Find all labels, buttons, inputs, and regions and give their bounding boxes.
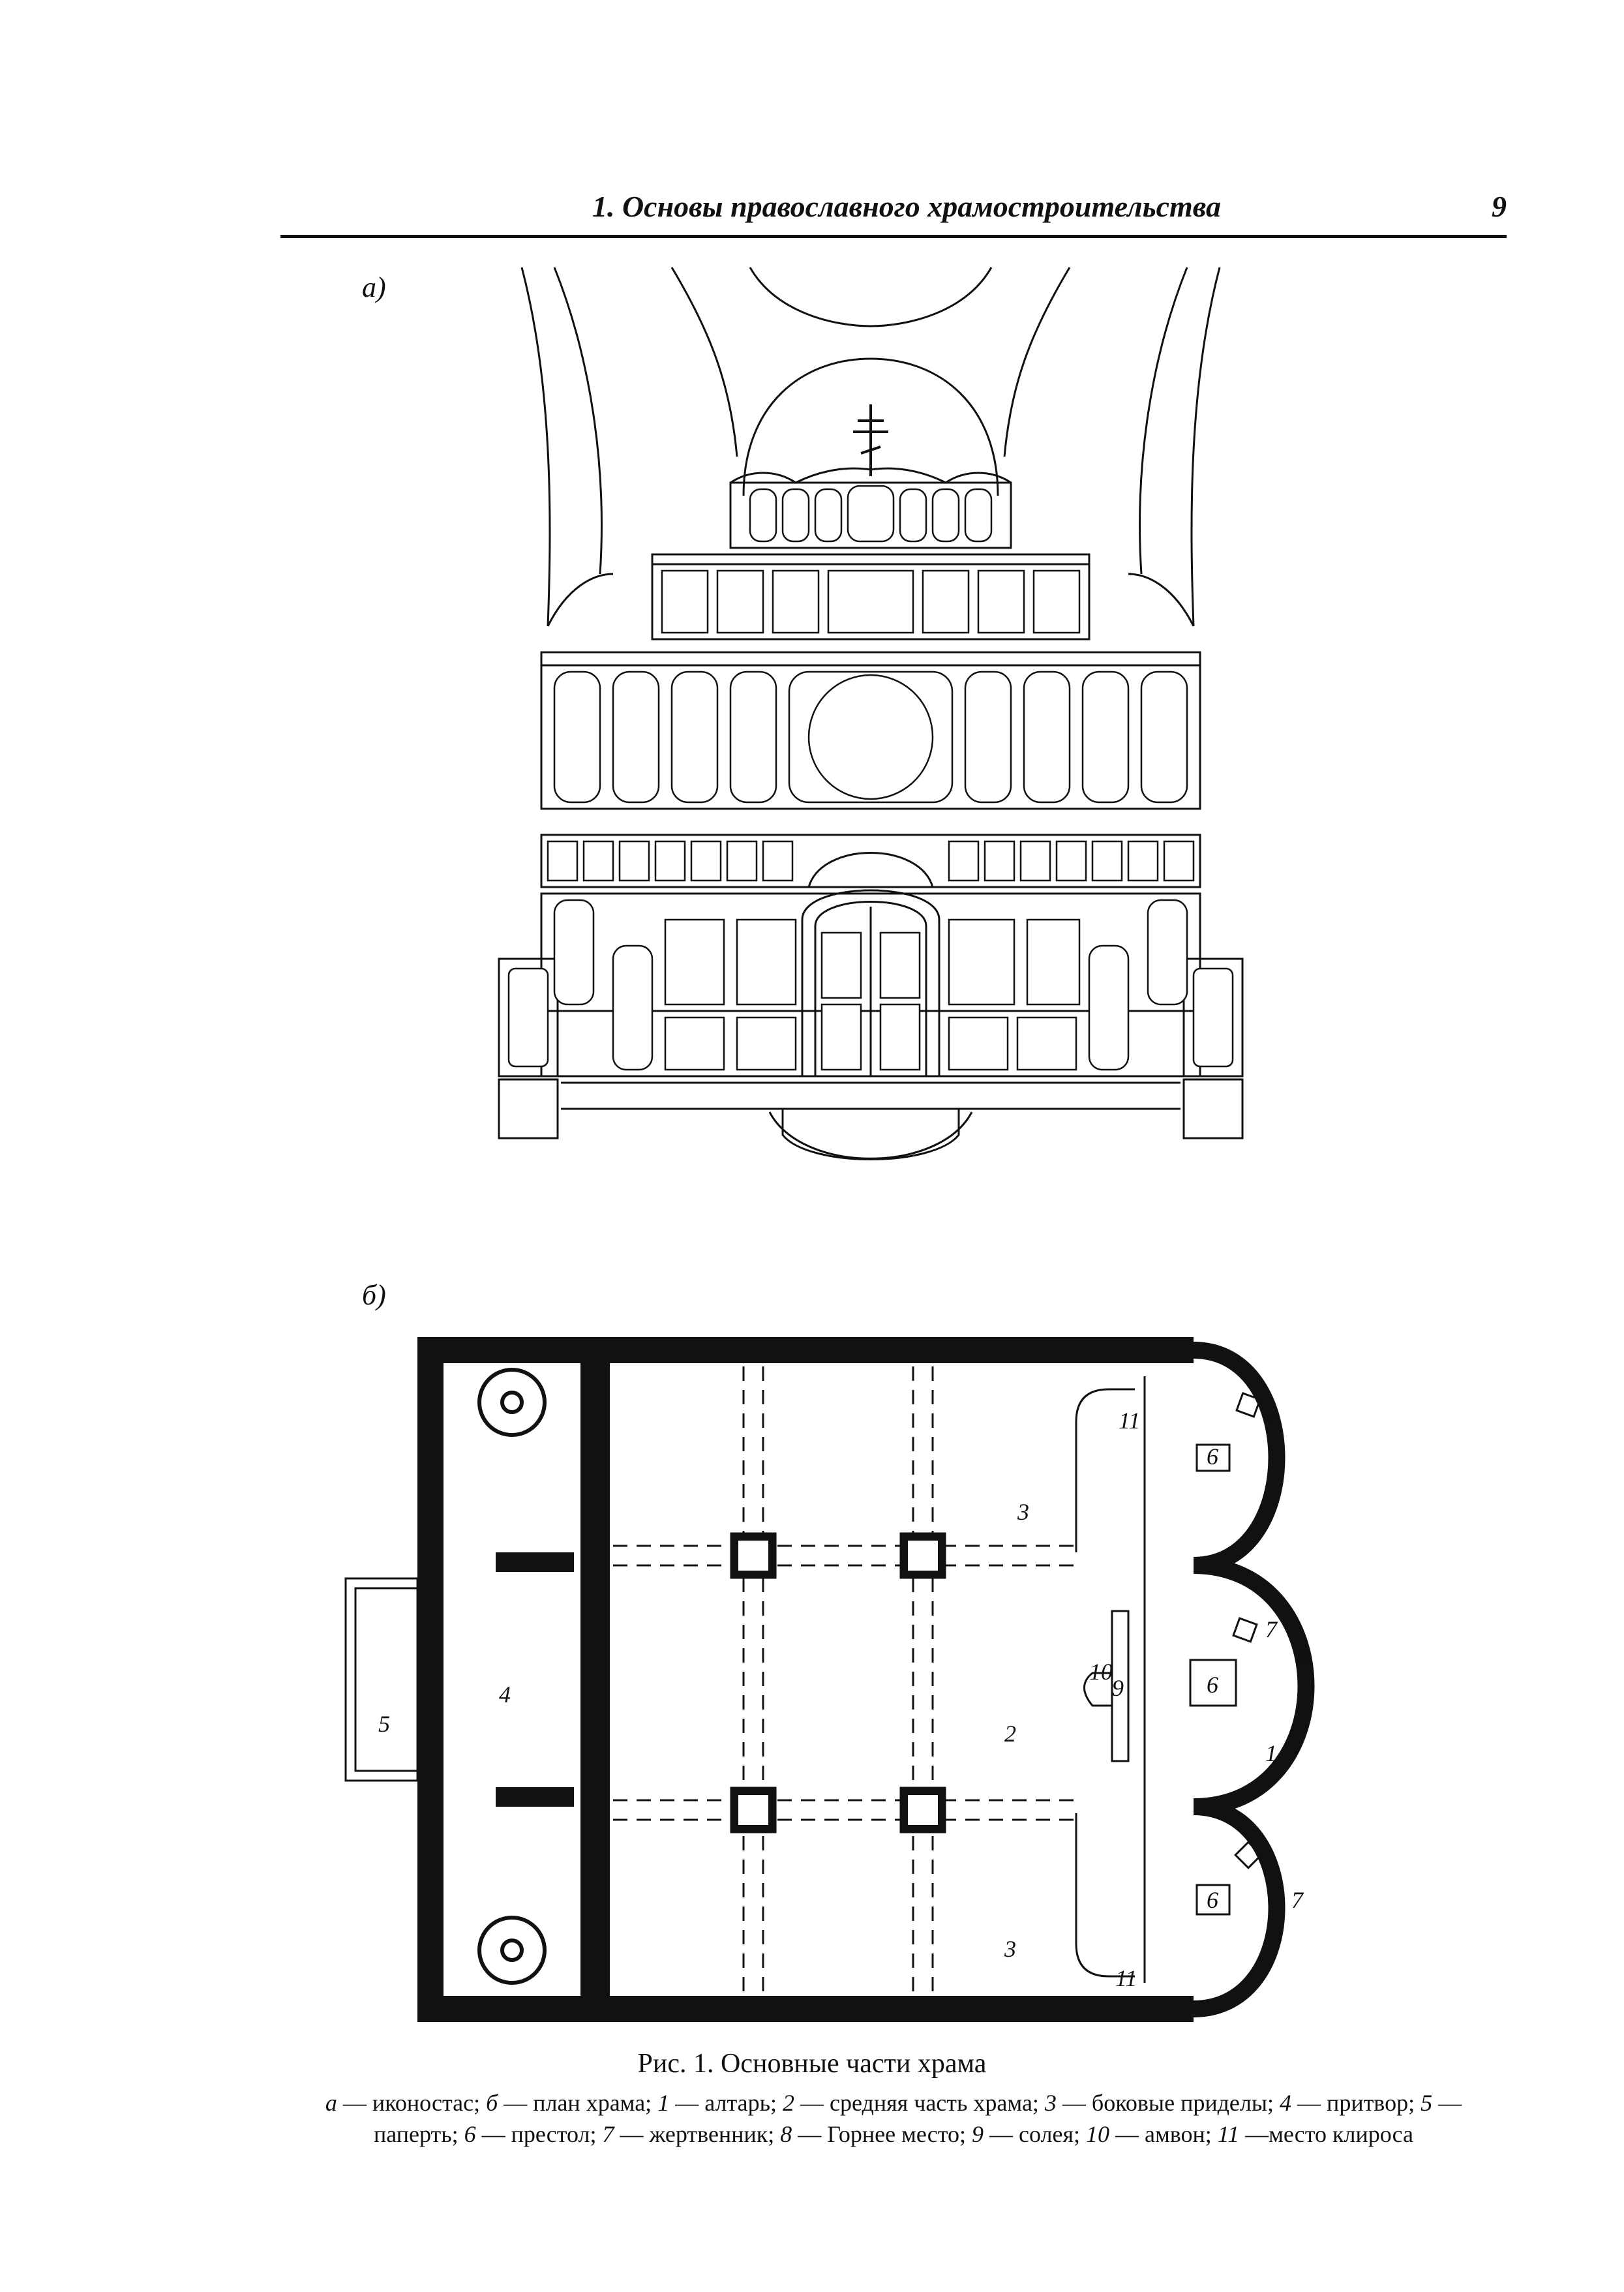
caption-term: — xyxy=(1432,2090,1462,2116)
caption-line-1: а — иконостас; б — план храма; 1 — алтар… xyxy=(280,2087,1507,2119)
caption-term: —место клироса xyxy=(1239,2121,1414,2147)
plan-label-7-top: 7 xyxy=(1265,1408,1278,1434)
plan-label-10: 10 xyxy=(1089,1659,1113,1685)
iconostasis-drawing xyxy=(498,267,1244,1160)
plan-label-11-bottom: 11 xyxy=(1115,1965,1137,1991)
caption-term: — престол; xyxy=(475,2121,603,2147)
caption-key: 5 xyxy=(1421,2090,1433,2116)
plan-label-7-mid: 7 xyxy=(1265,1616,1278,1642)
plan-label-8: 8 xyxy=(1298,1642,1310,1668)
church-floor-plan: 1 2 3 3 4 5 6 6 6 7 7 7 8 9 10 11 11 xyxy=(344,1337,1315,2022)
plan-label-1: 1 xyxy=(1265,1740,1277,1766)
cross-icon xyxy=(853,404,888,476)
caption-key: а xyxy=(325,2090,337,2116)
plan-label-9: 9 xyxy=(1112,1675,1124,1701)
caption-term: — иконостас; xyxy=(337,2090,487,2116)
caption-term: — Горнее место; xyxy=(792,2121,972,2147)
caption-term: — средняя часть храма; xyxy=(794,2090,1045,2116)
caption-key: 1 xyxy=(657,2090,670,2116)
caption-term: — амвон; xyxy=(1109,2121,1218,2147)
plan-label-7-bottom: 7 xyxy=(1291,1887,1304,1913)
plan-label-6-top: 6 xyxy=(1207,1443,1218,1470)
caption-key: 7 xyxy=(602,2121,614,2147)
figure-caption-title: Рис. 1. Основные части храма xyxy=(637,2049,987,2079)
figure-a-label: а) xyxy=(362,271,386,303)
plan-label-11-top: 11 xyxy=(1119,1408,1140,1434)
caption-term: — алтарь; xyxy=(669,2090,783,2116)
plan-label-6-mid: 6 xyxy=(1207,1672,1218,1698)
caption-key: 10 xyxy=(1086,2121,1110,2147)
caption-term: — план храма; xyxy=(498,2090,658,2116)
page-number: 9 xyxy=(1492,190,1507,223)
caption-key: 9 xyxy=(972,2121,984,2147)
plan-label-2: 2 xyxy=(1004,1721,1016,1747)
plan-label-5: 5 xyxy=(378,1711,390,1737)
running-header-title: 1. Основы православного храмостроительст… xyxy=(592,190,1222,223)
caption-key: б xyxy=(486,2090,498,2116)
caption-key: 6 xyxy=(464,2121,476,2147)
plan-label-3-bottom: 3 xyxy=(1004,1936,1016,1962)
plan-label-6-bottom: 6 xyxy=(1207,1887,1218,1913)
plan-label-4: 4 xyxy=(499,1681,511,1708)
caption-term: — солея; xyxy=(984,2121,1087,2147)
caption-term: паперть; xyxy=(373,2121,464,2147)
caption-term: — жертвенник; xyxy=(614,2121,781,2147)
caption-line-2: паперть; 6 — престол; 7 — жертвенник; 8 … xyxy=(280,2119,1507,2150)
figure-b-label: б) xyxy=(362,1279,386,1311)
caption-term: — притвор; xyxy=(1291,2090,1421,2116)
caption-key: 4 xyxy=(1280,2090,1292,2116)
header-rule xyxy=(280,235,1507,238)
caption-key: 3 xyxy=(1044,2090,1057,2116)
caption-key: 11 xyxy=(1217,2121,1240,2147)
figure-caption-legend: а — иконостас; б — план храма; 1 — алтар… xyxy=(280,2087,1507,2150)
plan-label-3-top: 3 xyxy=(1017,1499,1029,1525)
caption-key: 2 xyxy=(783,2090,795,2116)
stair-tower-top xyxy=(477,1368,547,1437)
caption-term: — боковые приделы; xyxy=(1056,2090,1280,2116)
caption-key: 8 xyxy=(780,2121,792,2147)
stair-tower-bottom xyxy=(477,1916,547,1985)
